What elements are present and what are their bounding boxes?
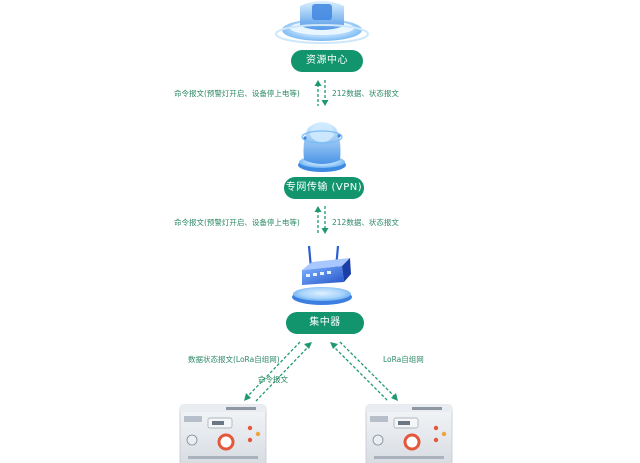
- edge-text-data-mid: 212数据、状态报文: [332, 218, 399, 227]
- edge-text-command-bottom: 命令报文: [258, 375, 288, 384]
- edge-text-data-top: 212数据、状态报文: [332, 89, 399, 98]
- arrows-vpn-concentrator: [314, 206, 329, 234]
- arrows-concentrator-left-device: [244, 341, 312, 402]
- concentrator-label: 集中器: [286, 312, 364, 334]
- resource-center-label: 资源中心: [291, 50, 363, 72]
- edge-text-status-lora: 数据状态报文(LoRa自组网): [188, 355, 280, 364]
- concentrator-router-icon: [292, 245, 352, 305]
- arrows-resource-vpn: [314, 80, 329, 106]
- vpn-globe-icon: [298, 122, 346, 172]
- edge-text-command-mid: 命令报文(预警灯开启、设备停上电等): [174, 218, 300, 227]
- vpn-label: 专网传输 (VPN): [284, 177, 364, 199]
- arrows-concentrator-right-device: [330, 341, 398, 402]
- edge-text-command-top: 命令报文(预警灯开启、设备停上电等): [174, 89, 300, 98]
- edge-text-lora: LoRa自组网: [383, 355, 424, 364]
- server-cloud-icon: [275, 1, 369, 44]
- field-device-right-icon: [365, 404, 453, 463]
- field-device-left-icon: [179, 404, 267, 463]
